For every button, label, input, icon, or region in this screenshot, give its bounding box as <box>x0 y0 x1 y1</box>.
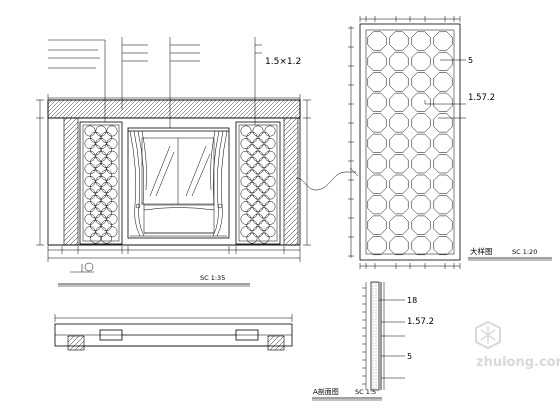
window-curtain-area <box>127 127 230 239</box>
detail-leader-lines <box>424 59 466 119</box>
section-cut-marker-icon <box>70 262 94 273</box>
detail-reference-connector <box>295 167 359 191</box>
profile-section-view <box>362 281 385 391</box>
profile-leader-lines <box>379 299 405 379</box>
detail-callout-number: 5 <box>468 56 473 65</box>
detail-scale: SC 1:20 <box>512 248 537 256</box>
elevation-leader-lines <box>48 37 262 128</box>
section-plan-view <box>54 314 293 351</box>
elevation-scale: SC 1:35 <box>200 274 225 282</box>
zhulong-logo-icon <box>475 320 501 350</box>
elevation-title-bar: SC 1:35 <box>58 274 250 287</box>
lattice-detail-view <box>348 16 461 269</box>
right-lattice-panel <box>235 121 281 245</box>
detail-dimension-callout: 1.57.2 <box>468 93 495 103</box>
section-scale: SC 1:5 <box>355 388 376 396</box>
detail-title-label: 大样图 <box>470 246 493 256</box>
front-elevation <box>36 94 311 262</box>
profile-dimension-callout: 1.57.2 <box>407 317 434 327</box>
left-lattice-panel <box>79 121 123 245</box>
section-title-label: A剖面图 <box>313 387 339 396</box>
watermark-text: zhulong.com <box>476 355 560 370</box>
profile-callout-number-a: 18 <box>407 296 417 305</box>
profile-callout-number-b: 5 <box>407 352 412 361</box>
detail-title-bar: 大样图 SC 1:20 <box>468 246 552 261</box>
elevation-dimension-callout: 1.5×1.2 <box>265 57 301 67</box>
section-title-bar: A剖面图 SC 1:5 <box>312 387 382 401</box>
